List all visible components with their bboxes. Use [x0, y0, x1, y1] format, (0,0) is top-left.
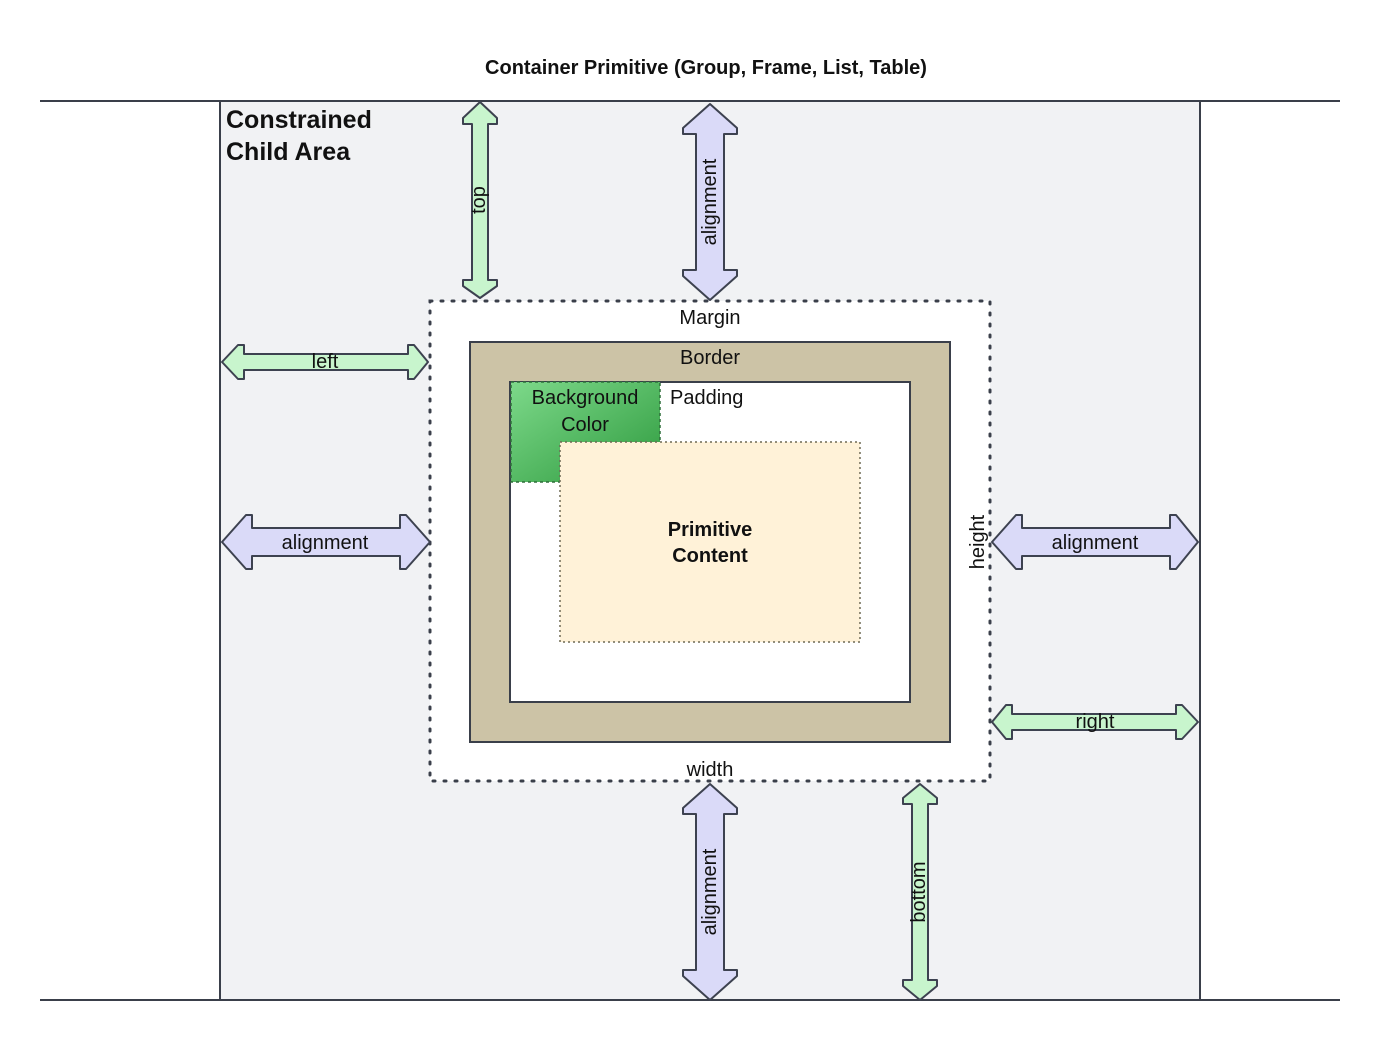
bottom-offset-arrow: [902, 783, 938, 1001]
top-alignment-arrow: [682, 103, 738, 301]
padding-label: Padding: [670, 387, 743, 409]
height-label: height: [967, 514, 989, 569]
background-color-label-line2: Color: [561, 414, 609, 436]
margin-label: Margin: [679, 307, 740, 329]
top-alignment-label: alignment: [699, 158, 721, 245]
right-offset-arrow: [991, 704, 1199, 740]
left-alignment-label: alignment: [282, 532, 369, 554]
top-offset-arrow: [462, 101, 498, 299]
child-area-label-line1: Constrained: [226, 106, 372, 134]
primitive-content-box: [559, 441, 861, 643]
left-alignment-arrow: [221, 514, 431, 570]
primitive-content-label-line2: Content: [672, 545, 748, 567]
bottom-alignment-arrow: [682, 783, 738, 1001]
right-alignment-label: alignment: [1052, 532, 1139, 554]
right-arrow-label: right: [1076, 711, 1115, 733]
border-label: Border: [680, 347, 740, 369]
top-arrow-label: top: [468, 186, 490, 214]
diagram-title: Container Primitive (Group, Frame, List,…: [485, 57, 927, 79]
child-area-label-line2: Child Area: [226, 138, 351, 166]
width-label: width: [686, 759, 734, 781]
bottom-arrow-label: bottom: [908, 861, 930, 922]
left-offset-arrow: [221, 344, 429, 380]
left-arrow-label: left: [312, 351, 339, 373]
right-alignment-arrow: [991, 514, 1199, 570]
bottom-alignment-label: alignment: [699, 848, 721, 935]
background-color-label-line1: Background: [532, 387, 639, 409]
primitive-content-label-line1: Primitive: [668, 519, 752, 541]
